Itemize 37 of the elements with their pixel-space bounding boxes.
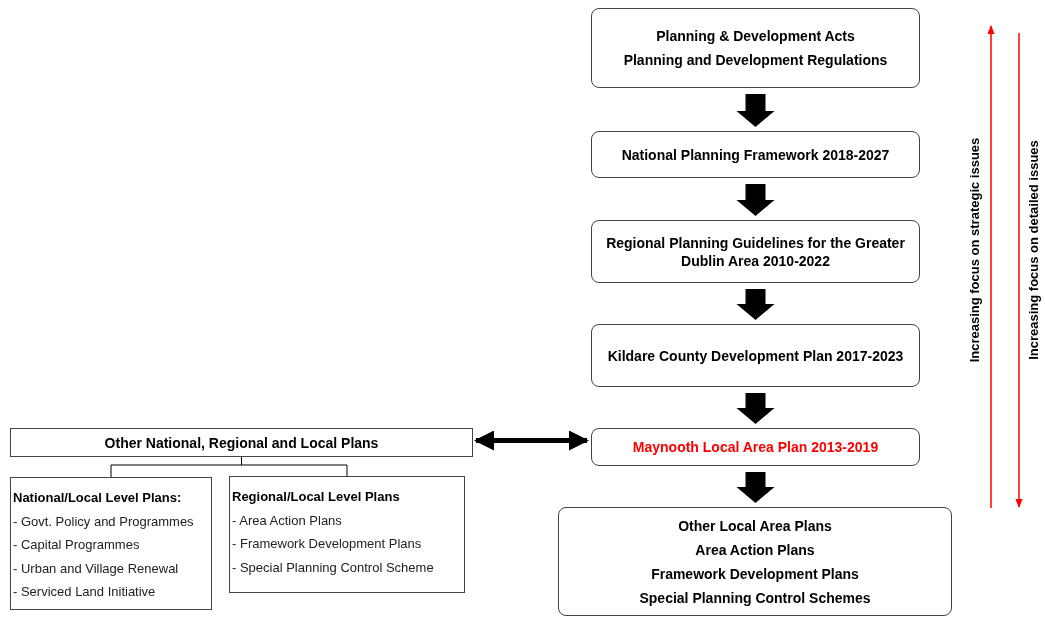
list-box xyxy=(10,477,212,610)
box-text: Other Local Area Plans xyxy=(678,516,832,535)
box-text: National Planning Framework 2018-2027 xyxy=(621,145,890,164)
list-item: - Special Planning Control Scheme xyxy=(232,558,435,577)
plan-box xyxy=(558,507,952,616)
box-text: Regional Planning Guidelines for the Greater Dublin Area 2010-2022 xyxy=(605,233,906,270)
list-item: - Serviced Land Initiative xyxy=(13,583,157,601)
block-arrow xyxy=(736,472,775,503)
list-item: - Govt. Policy and Programmes xyxy=(13,512,195,531)
plan-box xyxy=(591,8,920,88)
block-arrow xyxy=(736,184,775,216)
box-text: National/Local Level Plans: xyxy=(13,489,183,507)
box-text: Maynooth Local Area Plan 2013-2019 xyxy=(632,438,879,456)
plan-box xyxy=(591,324,920,387)
box-text: Framework Development Plans xyxy=(651,564,859,583)
box-text: Regional/Local Level Plans xyxy=(232,488,401,506)
box-text: Area Action Plans xyxy=(695,540,815,559)
list-box xyxy=(229,476,465,593)
plan-box xyxy=(591,428,920,466)
plan-box xyxy=(10,428,473,457)
plan-box xyxy=(591,131,920,178)
box-text: Planning & Development Acts xyxy=(656,27,855,45)
plan-box xyxy=(591,220,920,283)
list-item: - Area Action Plans xyxy=(232,511,343,530)
block-arrow xyxy=(736,393,775,424)
box-text: Kildare County Development Plan 2017-2023 xyxy=(607,346,904,365)
block-arrow xyxy=(736,289,775,320)
axis-label: Increasing focus on detailed issues xyxy=(1025,140,1043,360)
axis-label: Increasing focus on strategic issues xyxy=(966,137,984,363)
box-text: Planning and Development Regulations xyxy=(623,51,888,69)
block-arrow xyxy=(736,94,775,127)
list-item: - Framework Development Plans xyxy=(232,535,423,553)
list-item: - Urban and Village Renewal xyxy=(13,559,180,578)
list-item: - Capital Programmes xyxy=(13,536,141,554)
double-arrow xyxy=(474,430,589,451)
box-text: Special Planning Control Schemes xyxy=(639,588,871,607)
box-text: Other National, Regional and Local Plans xyxy=(104,433,379,452)
